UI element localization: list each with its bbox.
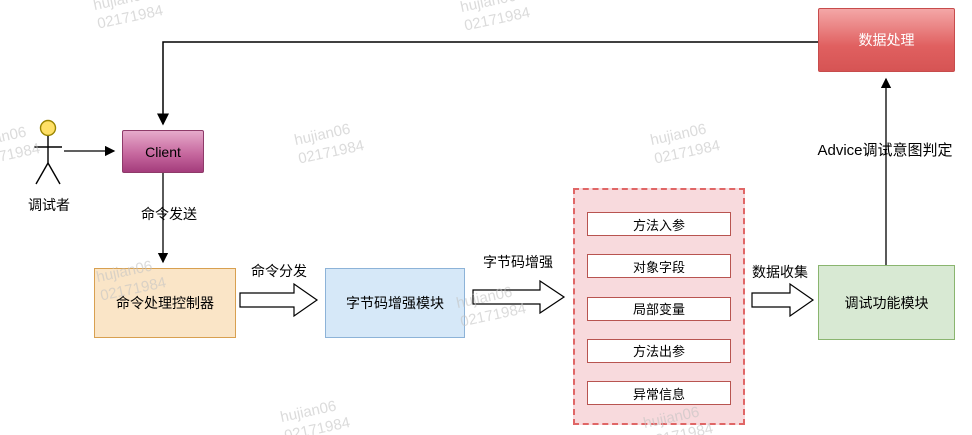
node-command-controller: 命令处理控制器 xyxy=(94,268,236,338)
arrow-dataprocessing-to-client xyxy=(157,41,818,126)
collect-item-object-field: 对象字段 xyxy=(587,254,731,279)
edge-label-command-dispatch: 命令分发 xyxy=(251,263,307,279)
collect-panel: 方法入参 对象字段 局部变量 方法出参 异常信息 xyxy=(573,188,745,425)
block-arrow-command-dispatch xyxy=(239,282,319,318)
edge-label-bytecode-enhance: 字节码增强 xyxy=(483,254,553,270)
collect-item-local-var: 局部变量 xyxy=(587,296,731,321)
actor-figure xyxy=(34,119,62,185)
block-arrow-data-collect xyxy=(751,282,815,318)
collect-item-method-output: 方法出参 xyxy=(587,338,731,363)
edge-label-command-send: 命令发送 xyxy=(141,206,197,222)
collect-item-method-input: 方法入参 xyxy=(587,212,731,236)
node-bytecode-module: 字节码增强模块 xyxy=(325,268,465,338)
node-client: Client xyxy=(122,130,204,173)
node-data-processing: 数据处理 xyxy=(818,8,955,72)
node-debug-module: 调试功能模块 xyxy=(818,265,955,340)
actor-label: 调试者 xyxy=(28,197,70,213)
block-arrow-bytecode-enhance xyxy=(472,279,566,315)
collect-item-exception-info: 异常信息 xyxy=(587,381,731,405)
actor-head xyxy=(39,119,57,137)
edge-label-advice-judge: Advice调试意图判定 xyxy=(817,142,953,159)
edge-label-data-collect: 数据收集 xyxy=(752,264,808,280)
